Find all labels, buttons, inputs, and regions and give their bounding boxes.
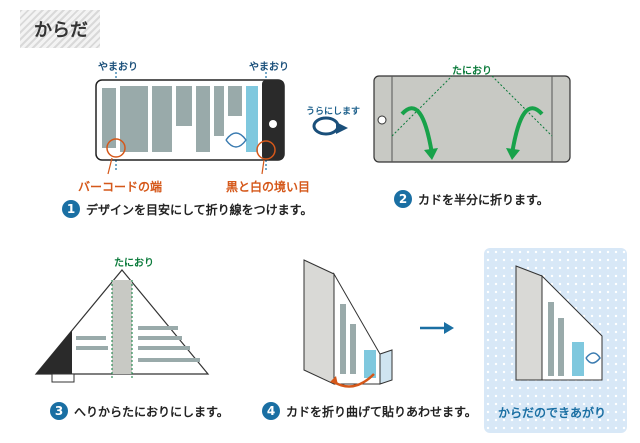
page-title: からだ [34,20,88,41]
step-1-text: デザインを目安にして折り線をつけます。 [86,202,313,217]
step-1: 1 デザインを目安にして折り線をつけます。 [62,200,312,218]
gray-card-illustration [373,75,571,163]
barcode-edge-label: バーコードの端 [78,180,163,194]
step-4: 4 カドを折り曲げて貼りあわせます。 [262,402,477,420]
title-background [20,10,100,48]
taniori-step3-label: たにおり [114,258,154,269]
step-2-number: 2 [394,190,412,208]
triangle-illustration [34,269,210,383]
bw-boundary-label: 黒と白の境い目 [226,180,311,194]
step-3-text: へりからたにおりにします。 [74,404,229,419]
step-4-text: カドを折り曲げて貼りあわせます。 [286,404,477,419]
step-2: 2 カドを半分に折ります。 [394,190,549,208]
step-4-number: 4 [262,402,280,420]
flip-arrow-icon [312,116,348,136]
finished-body-illustration [515,265,603,381]
right-arrow-icon [420,322,454,334]
step-3: 3 へりからたにおりにします。 [50,402,229,420]
folded-body-illustration [303,259,393,388]
yamaori-label-left: やまおり [98,62,138,73]
flip-label: うらにします [306,107,361,117]
yamaori-label-right: やまおり [249,62,289,73]
taniori-card-label: たにおり [452,66,492,77]
result-label: からだのできあがり [498,406,607,420]
step-1-number: 1 [62,200,80,218]
step-2-text: カドを半分に折ります。 [418,192,549,207]
step-3-number: 3 [50,402,68,420]
